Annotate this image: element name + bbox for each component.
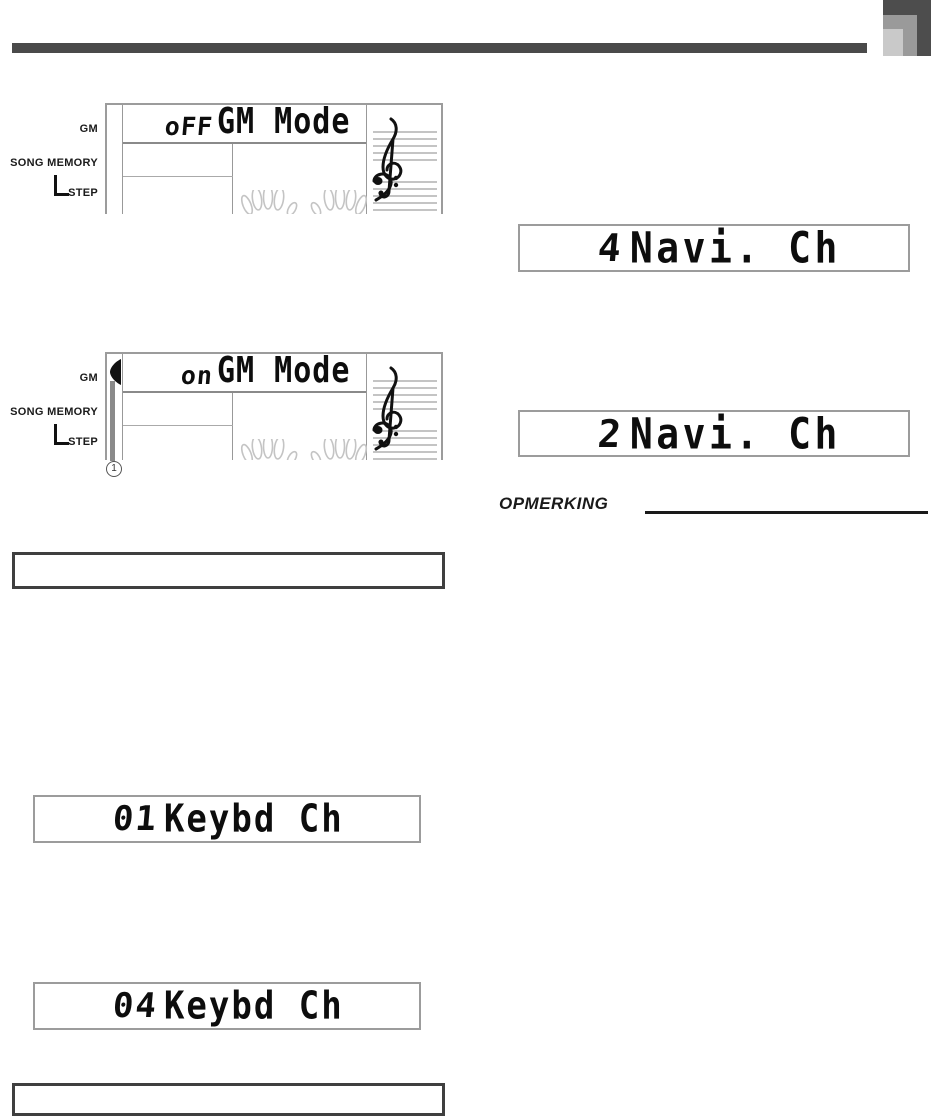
bass-clef-icon — [372, 421, 399, 451]
step-indicator-label: STEP — [68, 436, 98, 448]
lcd-setting-value: on — [179, 361, 215, 390]
lcd-mid-divider — [232, 393, 233, 460]
channel-number: 04 — [111, 986, 160, 1026]
gm-indicator-label: GM — [79, 372, 98, 384]
lcd-title-underline — [123, 142, 366, 144]
channel-number: 2 — [596, 411, 623, 456]
lcd-screen: on GM Mode — [105, 352, 443, 460]
gm-indicator-label: GM — [79, 123, 98, 135]
circled-1-callout: 1 — [106, 461, 122, 477]
lcd-sub-line — [123, 425, 233, 426]
lcd-staff-divider — [366, 105, 367, 214]
keyboard-channel-display-01: 01 Keybd Ch — [33, 795, 421, 843]
right-hand-icon — [310, 190, 368, 214]
channel-label: Keybd Ch — [163, 983, 344, 1029]
musical-staff — [372, 117, 437, 211]
gm-mode-off-display: GM SONG MEMORY STEP oFF GM Mode — [0, 103, 443, 235]
step-indicator-label: STEP — [68, 187, 98, 199]
note-heading: OPMERKING — [499, 494, 609, 513]
step-connector-line — [54, 424, 69, 445]
lcd-staff-divider — [366, 354, 367, 460]
bass-clef-icon — [372, 172, 399, 202]
navi-channel-display-2: 2 Navi. Ch — [518, 408, 910, 459]
musical-staff — [372, 366, 437, 460]
lcd-mid-divider — [232, 144, 233, 214]
note-box-bottom — [12, 1083, 445, 1116]
gm-cursor-pointer-icon — [110, 359, 121, 385]
keyboard-channel-display-04: 04 Keybd Ch — [33, 982, 421, 1030]
lcd-column-line — [122, 354, 123, 460]
note-box-top — [12, 552, 445, 589]
lcd-setting-title: GM Mode — [217, 103, 351, 143]
channel-number: 01 — [111, 799, 160, 839]
lcd-column-line — [122, 105, 123, 214]
channel-label: Navi. Ch — [629, 408, 841, 459]
lcd-setting-value: oFF — [163, 112, 215, 141]
lcd-setting-title: GM Mode — [217, 352, 351, 392]
lcd-title-underline — [123, 391, 366, 393]
song-memory-indicator-label: SONG MEMORY — [10, 157, 98, 169]
song-memory-indicator-label: SONG MEMORY — [10, 406, 98, 418]
left-hand-icon — [240, 439, 298, 460]
channel-label: Navi. Ch — [629, 223, 841, 273]
channel-label: Keybd Ch — [163, 796, 344, 842]
step-connector-line — [54, 175, 69, 196]
lcd-sub-line — [123, 176, 233, 177]
left-hand-icon — [240, 190, 298, 214]
page-corner-decoration-light — [883, 29, 903, 56]
navi-channel-display-4: 4 Navi. Ch — [518, 223, 910, 273]
channel-number: 4 — [596, 226, 623, 270]
gm-mode-on-display: GM SONG MEMORY STEP on GM Mode — [0, 352, 443, 484]
lcd-screen: oFF GM Mode — [105, 103, 443, 214]
note-heading-rule — [645, 511, 928, 514]
section-rule-bar — [12, 43, 867, 53]
right-hand-icon — [310, 439, 368, 460]
callout-leader-line — [110, 381, 115, 461]
